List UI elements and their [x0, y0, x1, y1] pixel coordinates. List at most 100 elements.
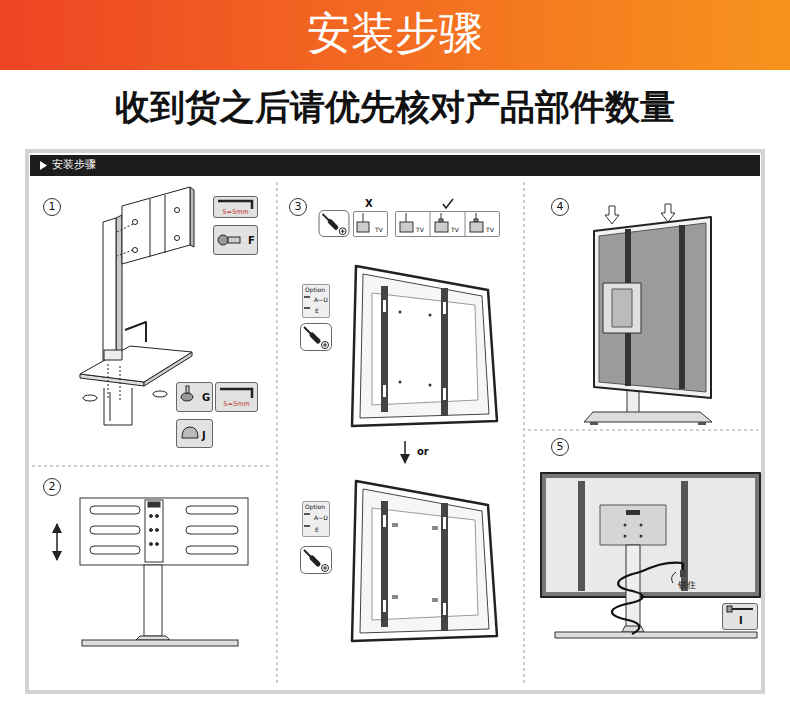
panel-divider: [528, 430, 758, 431]
step1-stand-illustration: [133, 248, 138, 253]
step2-stand-illustration: [144, 565, 162, 636]
node-text: TV: [375, 227, 383, 234]
part-box-ground: [176, 382, 213, 412]
step3-tv-lower: [443, 603, 446, 615]
step5-cable-illustration: [622, 626, 644, 632]
step2-stand-illustration: [186, 506, 238, 514]
node-text: Option: [305, 504, 325, 511]
node-text: F: [248, 235, 255, 246]
part-icon: [220, 389, 252, 398]
step3-tool-icons: [357, 211, 483, 237]
step3-tv-lower: [383, 600, 386, 612]
node-text: 1: [44, 201, 60, 213]
step1-stand-illustration: [120, 366, 121, 400]
part-box: S=5mm: [215, 382, 258, 412]
step3-tv-upper: [383, 300, 446, 400]
step3-tv-lower: [352, 481, 497, 641]
step-number: 1: [43, 198, 61, 216]
step1-stand-illustration: [150, 199, 151, 257]
step2-stand-illustration: [148, 502, 160, 507]
step1-stand-illustration: [117, 224, 133, 232]
step5-cable-illustration: [672, 572, 676, 583]
step2-stand-illustration: [186, 546, 238, 554]
node-text: 2: [44, 481, 60, 493]
step1-stand-illustration: [122, 187, 190, 264]
step3-tool-icons: [400, 222, 413, 232]
part-box: I: [722, 603, 758, 630]
step3-tool-icons: [430, 211, 431, 237]
step4-tv-illustration: [584, 204, 712, 425]
part-icon: [181, 393, 193, 401]
step3-tv-upper: [352, 266, 497, 426]
step2-stand-illustration: [56, 524, 58, 560]
step3-tv-lower: [383, 515, 446, 615]
step3-tool-icons: [406, 213, 407, 222]
node-text: TV: [416, 227, 424, 234]
step1-stand-illustration: [190, 187, 194, 247]
step1-stand-illustration: [104, 388, 132, 425]
step3-tv-upper: [383, 385, 386, 397]
section-bar: 安装步骤: [30, 155, 760, 176]
step5-cable-illustration: [624, 535, 627, 538]
step3-tv-lower: [432, 526, 438, 530]
part-box: S=5mm: [213, 196, 258, 218]
step5-cable-illustration: [682, 563, 684, 570]
step2-stand-illustration: [80, 498, 248, 565]
part-icon: [186, 386, 189, 393]
step1-stand-illustration: [83, 395, 97, 401]
step1-stand-illustration: [125, 322, 146, 342]
step5-cable-illustration: [624, 524, 627, 527]
step3-tv-lower: [383, 515, 386, 527]
step3-tv-lower: [381, 501, 388, 627]
part-box: F: [213, 225, 258, 255]
part-box-ground: [722, 603, 758, 630]
step3-tv-upper: [399, 311, 402, 314]
step1-stand-illustration: [80, 346, 192, 382]
step3-tv-upper: [352, 266, 497, 426]
part-icon: [304, 525, 310, 527]
step3-tv-upper: [441, 288, 448, 416]
step1-stand-illustration: [116, 215, 122, 358]
node-text: S=5mm: [214, 209, 257, 216]
step2-stand-illustration: [150, 543, 153, 546]
step3-tool-icons: [363, 213, 364, 222]
part-box-ground: [302, 284, 329, 318]
part-icon: [218, 235, 228, 245]
step2-stand-illustration: [186, 526, 238, 534]
step1-stand-illustration: [153, 391, 167, 397]
panel-divider: [277, 182, 278, 686]
step1-stand-illustration: [104, 350, 122, 360]
part-box-ground: [176, 196, 758, 630]
step2-stand-illustration: [57, 498, 248, 646]
node-text: A~D: [314, 297, 328, 304]
step-number: 4: [551, 198, 569, 216]
part-box-ground: [176, 419, 213, 448]
step3-tv-lower: [392, 523, 438, 602]
step3-tv-upper: [399, 381, 402, 384]
step3-tool-icons: [353, 211, 388, 237]
step2-stand-illustration: [150, 515, 153, 518]
part-box: G: [176, 382, 213, 412]
option-box: OptionA~DE: [302, 501, 330, 537]
step4-tv-illustration: [584, 412, 712, 422]
step3-tv-upper: [360, 274, 489, 418]
step5-cable-illustration: [626, 510, 640, 515]
step3-tool-icons: [435, 222, 448, 232]
or-label: or: [417, 446, 429, 458]
panel-divider: [32, 466, 272, 467]
part-icon: [304, 513, 310, 515]
step3-tool-icons: [301, 547, 332, 574]
node-text: X: [365, 198, 373, 209]
step5-cable-illustration: [578, 481, 585, 591]
step1-stand-illustration: [108, 364, 109, 398]
step2-stand-illustration: [145, 500, 163, 562]
step2-stand-illustration: [150, 529, 153, 532]
option-box: OptionA~DE: [302, 284, 330, 318]
part-icon: [218, 201, 252, 209]
step3-tool-icons: [301, 324, 332, 351]
node-text: 3: [290, 201, 306, 213]
node-text: I: [739, 615, 743, 626]
part-box-ground: [302, 501, 329, 537]
